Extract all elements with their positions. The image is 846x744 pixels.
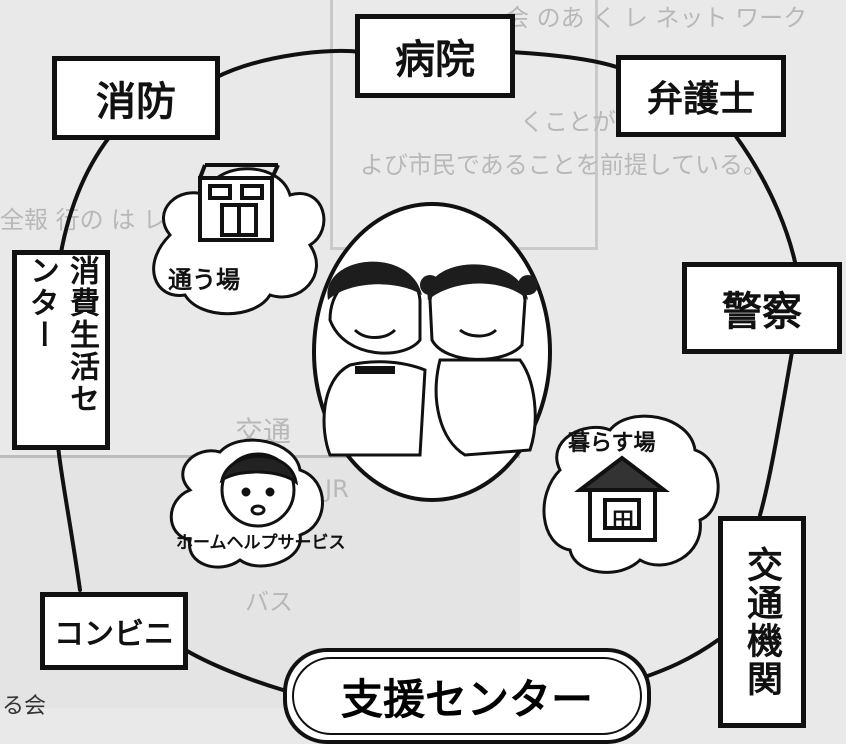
node-lawyer: 弁護士 xyxy=(616,55,786,137)
house-window-sign: 田 xyxy=(612,508,635,534)
bg-text-line1: 会 のあ く レ ネット ワーク xyxy=(505,4,808,32)
ring-segment-bottom-left xyxy=(180,646,285,692)
node-fire: 消防 xyxy=(52,56,220,140)
helper-face-icon xyxy=(219,452,299,528)
node-police: 警察 xyxy=(682,262,842,354)
caption-homehelp: ホームヘルプサービス xyxy=(176,533,346,553)
caption-commute: 通う場 xyxy=(168,265,240,294)
ring-segment-right-lower xyxy=(758,350,794,517)
node-hospital: 病院 xyxy=(355,14,515,98)
bg-text-jr: JR xyxy=(325,475,349,503)
node-transport: 交通機関 xyxy=(718,516,806,728)
bg-text-line3: よび市民であることを前提している。 xyxy=(360,151,768,179)
house-icon xyxy=(574,455,670,542)
couple-oval xyxy=(312,202,552,502)
ring-segment-bottom-right xyxy=(640,638,720,680)
caption-living: 暮らす場 xyxy=(568,430,656,456)
bg-text-bottom-left: る会 xyxy=(2,694,47,719)
ring-segment-top-left xyxy=(213,48,362,80)
ring-segment-right-upper xyxy=(733,133,797,264)
support-center: 支援センター xyxy=(283,648,651,744)
ring-segment-left-lower xyxy=(56,443,82,592)
node-consumer-center: 消費生活センター xyxy=(12,250,110,450)
building-icon xyxy=(198,163,280,242)
node-convenience-store: コンビニ xyxy=(40,592,188,670)
bg-text-bus: バス xyxy=(245,588,293,616)
ring-segment-left-upper xyxy=(58,128,117,260)
ring-segment-top-right xyxy=(508,50,627,72)
